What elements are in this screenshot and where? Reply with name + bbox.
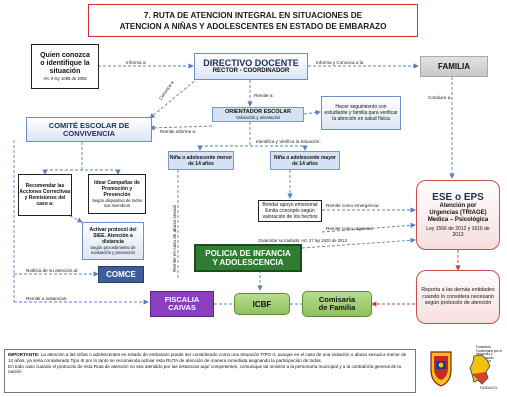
label-notifica: Notifica de su atención al: — [26, 268, 79, 273]
menor-14-box[interactable]: Niña o adolescente menor de 14 años — [168, 151, 234, 170]
policia-line-1: POLICIA DE INFANCIA — [205, 249, 291, 258]
label-conduce-a: Conduce a: — [428, 95, 452, 100]
arrow-urgencia-ese — [321, 222, 416, 233]
campanas-sub: Según dispositivo de todos sus miembros — [91, 198, 143, 208]
importante-note: IMPORTANTE: La atención a las niñas o ad… — [4, 349, 416, 393]
orientador-title: ORIENTADOR ESCOLAR — [224, 109, 292, 115]
menor-14-text: Niña o adolescente menor de 14 años — [169, 154, 233, 167]
note-text-2: En todo caso cuando el protocolo de esta… — [8, 363, 402, 375]
arrow-recomendar-activar — [69, 215, 83, 223]
comce-box[interactable]: COMCE — [98, 266, 144, 283]
orientador-escolar-box[interactable]: ORIENTADOR ESCOLAR Valoración y orientac… — [212, 107, 304, 122]
directivo-title: DIRECTIVO DOCENTE — [203, 58, 299, 68]
fiscalia-line-2: CAIVAS — [168, 303, 196, 312]
orientador-sub: Valoración y orientación — [235, 115, 281, 120]
label-remitir-instancias: Remitir a instancias: — [26, 296, 68, 301]
note-label: IMPORTANTE: — [8, 352, 40, 357]
arrow-orientador-seguimiento — [303, 109, 321, 116]
crest-logo — [428, 348, 454, 388]
label-remite-urgencia: Remite como urgencia: — [326, 226, 374, 231]
title-line-2: ATENCION A NIÑAS Y ADOLESCENTES EN ESTAD… — [119, 21, 387, 31]
mayor-14-text: Niña o adolescente mayor de 14 años — [274, 154, 336, 167]
colombia-map-icon — [469, 354, 491, 385]
note-paragraph-1: IMPORTANTE: La atención a las niñas o ad… — [8, 352, 412, 364]
directivo-docente-box[interactable]: DIRECTIVO DOCENTE RECTOR - COORDINADOR — [194, 53, 308, 80]
quien-conozca-box[interactable]: Quien conozca o identifique la situación… — [31, 44, 99, 89]
conozca-law: Art. 9 ley 1098 de 2006 — [43, 76, 87, 81]
reporta-text: Reporta a las demás entidades cuando lo … — [421, 287, 495, 307]
label-garantiza: Garantizar su traslado: Art. 27 ley 1620… — [258, 238, 347, 243]
familia-title: FAMILIA — [438, 62, 470, 71]
seguimiento-box[interactable]: Hacer seguimiento con estudiante y famil… — [321, 96, 401, 130]
comite-title: COMITÉ ESCOLAR DE CONVIVENCIA — [48, 120, 130, 138]
policia-infancia-box[interactable]: POLICIA DE INFANCIA Y ADOLESCENCIA — [194, 244, 302, 272]
comisaria-line-1: Comisaria — [318, 294, 356, 304]
reporta-box[interactable]: Reporta a las demás entidades cuando lo … — [416, 270, 500, 324]
icbf-title: ICBF — [252, 299, 272, 309]
ese-line-2: Urgencias (TRIAGE) — [429, 210, 487, 216]
conozca-line-2: o identifique la — [40, 60, 90, 67]
comisaria-box[interactable]: Comisaria de Familia — [302, 291, 372, 317]
title-line-1: 7. RUTA DE ATENCION INTEGRAL EN SITUACIO… — [143, 10, 363, 20]
comisaria-line-2: de Familia — [318, 303, 356, 312]
activar-title: Activar protocol del SIEE. Atención a di… — [89, 227, 137, 245]
fiscalia-box[interactable]: FISCALIA CAIVAS — [150, 291, 214, 317]
ese-line-3: Medica – Psicológica — [427, 217, 489, 223]
label-informa-a: Informa a: — [126, 60, 147, 65]
icbf-box[interactable]: ICBF — [234, 293, 290, 315]
fiscalia-line-1: FISCALIA — [164, 294, 200, 304]
note-text-1: La atención a las niñas o adolescentes e… — [8, 352, 407, 363]
campanas-box[interactable]: Idear Campañas de Promoción y Prevención… — [88, 174, 146, 214]
arrow-orientador-comite — [149, 125, 213, 131]
conozca-line-3: situación — [49, 68, 81, 75]
fundacol-logo: Fundación Colombiana por el desarrollo y… — [462, 345, 502, 392]
crest-logo-icon — [430, 351, 452, 387]
ese-title: ESE o EPS — [432, 192, 484, 203]
mayor-14-box[interactable]: Niña o adolescente mayor de 14 años — [270, 151, 340, 170]
campanas-title: Idear Campañas de Promoción y Prevención — [94, 180, 140, 198]
label-informa-convoca: Informa y Convoca a la — [316, 60, 364, 65]
label-remite-informe: Remite informe a: — [160, 129, 197, 134]
seguimiento-text: Hacer seguimiento con estudiante y famil… — [324, 104, 398, 122]
recomendar-text: Recomendar las Acciones Correctivas y Re… — [19, 183, 71, 207]
recomendar-box[interactable]: Recomendar las Acciones Correctivas y Re… — [18, 174, 72, 216]
conozca-line-1: Quien conozca — [40, 52, 90, 59]
ese-line-1: Atención por — [439, 203, 477, 209]
label-remite-emergencia: Remite como emergencia: — [326, 203, 380, 208]
brindar-text: Brindar apoyo emocional Emita concepto s… — [262, 202, 318, 220]
fundacol-tag: FUNDACOL — [480, 386, 498, 390]
familia-box[interactable]: FAMILIA — [420, 56, 488, 77]
directivo-sub: RECTOR - COORDINADOR — [212, 68, 290, 74]
ese-law: Ley 1566 de 2012 y 1616 de 2013 — [426, 226, 490, 238]
comite-escolar-box[interactable]: COMITÉ ESCOLAR DE CONVIVENCIA — [26, 117, 152, 142]
arrow-policia-ese — [301, 237, 416, 249]
activar-protocolo-box[interactable]: Activar protocol del SIEE. Atención a di… — [82, 222, 144, 260]
arrow-directivo-comite — [149, 77, 199, 119]
policia-line-2: Y ADOLESCENCIA — [212, 258, 284, 267]
label-remite-a: Remite a: — [254, 93, 274, 98]
page-title: 7. RUTA DE ATENCION INTEGRAL EN SITUACIO… — [88, 4, 418, 37]
brindar-apoyo-box[interactable]: Brindar apoyo emocional Emita concepto s… — [258, 200, 322, 222]
label-remite-abuso: Remite en caso de abuso sexual — [172, 205, 177, 272]
comce-title: COMCE — [106, 270, 136, 279]
label-identifica: Identifica y Verifica la Situación: — [256, 139, 321, 144]
activar-sub: Según procedimiento de evaluación y prom… — [90, 245, 136, 255]
ese-eps-box[interactable]: ESE o EPS Atención por Urgencias (TRIAGE… — [416, 180, 500, 250]
